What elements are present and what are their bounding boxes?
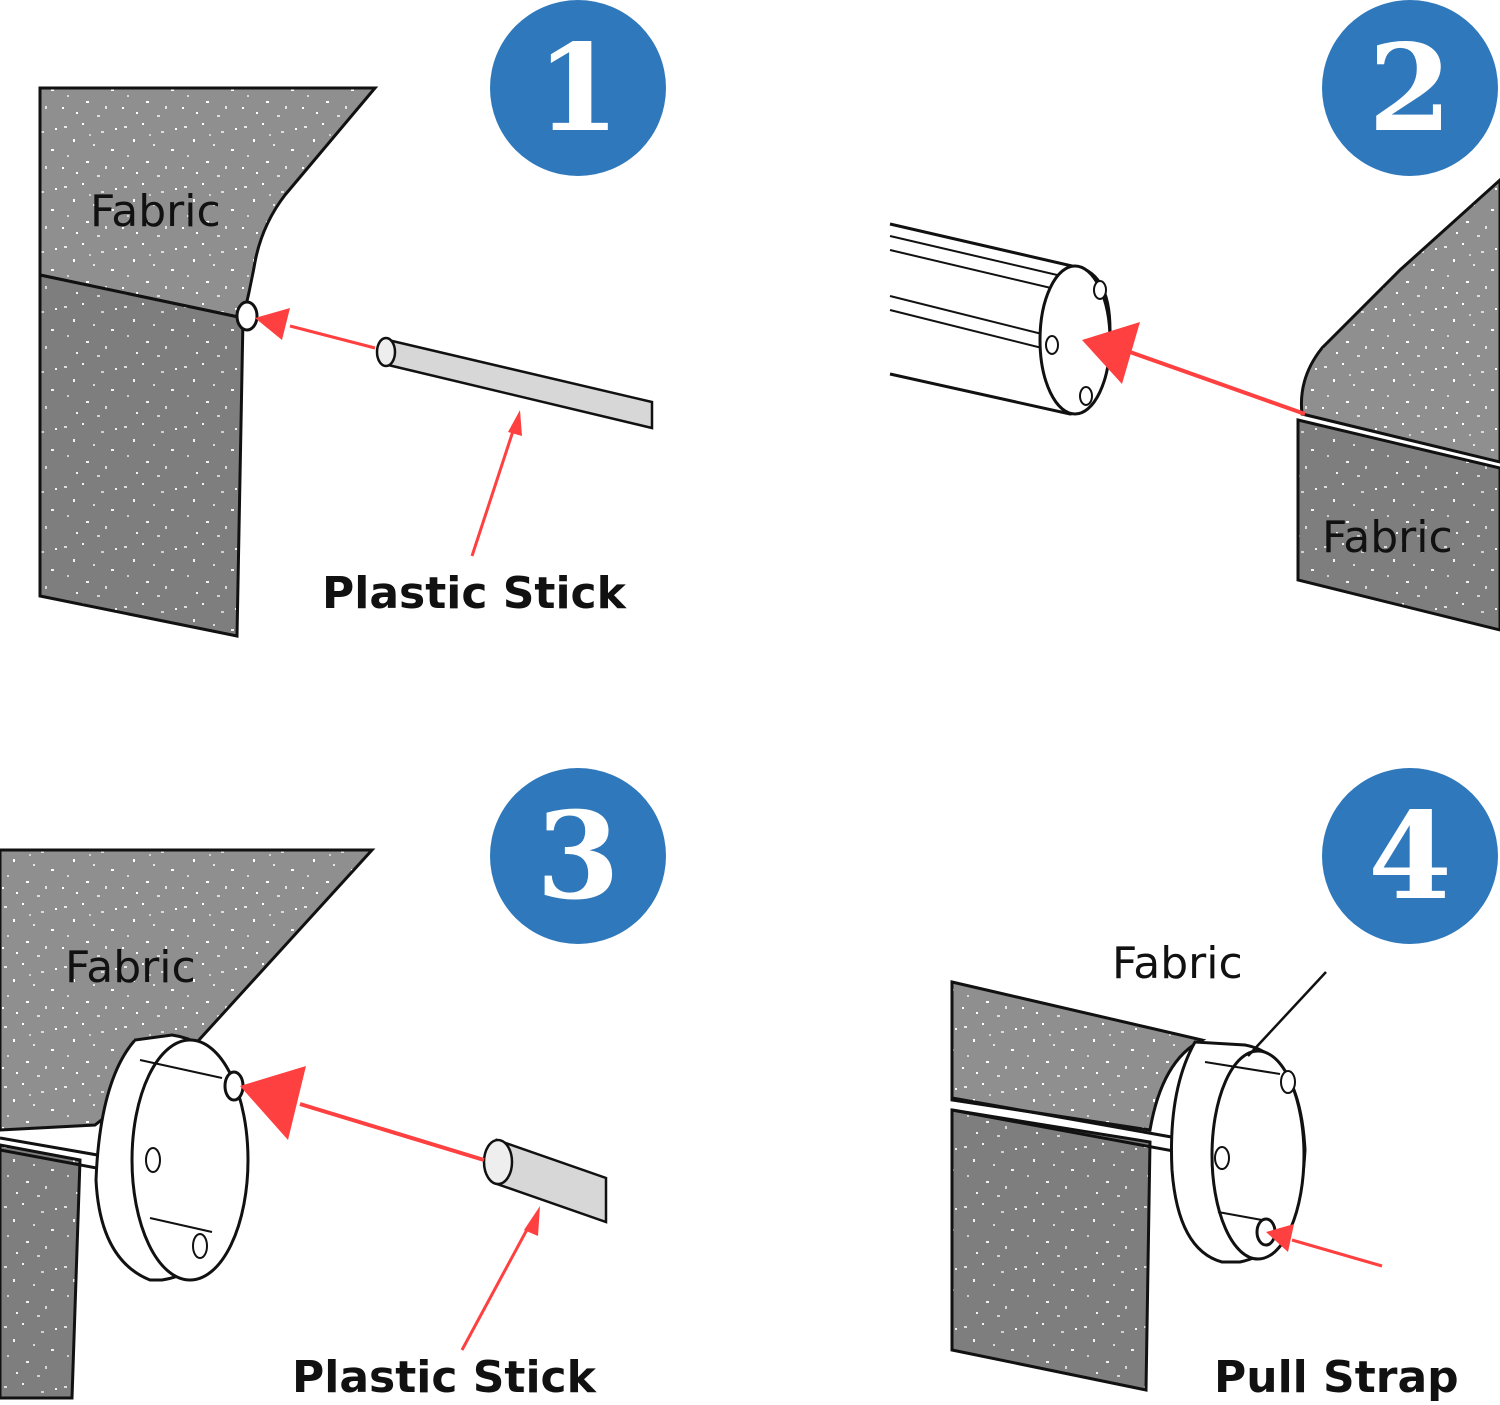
step-3-fabric-front (0, 1143, 82, 1400)
step-1-insert-arrow (289, 324, 376, 350)
step-3-number-badge (490, 768, 666, 944)
step-2-fabric-front (1296, 418, 1500, 632)
step-1-fabric-label: Fabric (90, 186, 221, 237)
step-4-number: 4 (1368, 786, 1452, 927)
step-1-fabric-front (38, 273, 245, 638)
step-2-fabric-top (1299, 177, 1500, 464)
step-2-panel: Fabric 2 (889, 0, 1500, 632)
step-1-hem-hole (235, 300, 259, 332)
step-1-number: 1 (536, 18, 620, 159)
step-3-plastic-stick (495, 1138, 608, 1224)
step-4-fabric-top (950, 980, 1207, 1132)
step-3-label-arrow (460, 1223, 532, 1351)
step-4-panel: Fabric Pull Strap 4 (950, 768, 1498, 1403)
step-3-number: 3 (536, 786, 620, 927)
step-4-fabric-front (950, 1108, 1152, 1392)
step-3-stick-label: Plastic Stick (292, 1352, 598, 1403)
step-4-number-badge (1322, 768, 1498, 944)
step-2-insert-arrow (1129, 350, 1306, 416)
step-3-insert-arrow (299, 1102, 485, 1162)
step-2-fabric-label: Fabric (1322, 512, 1453, 563)
step-3-fabric-label: Fabric (65, 942, 196, 993)
step-3-panel: Fabric Plastic Stick 3 (0, 768, 666, 1403)
step-4-fabric-label: Fabric (1112, 938, 1243, 989)
step-2-number-badge (1322, 0, 1498, 176)
step-4-strap-label: Pull Strap (1214, 1352, 1459, 1403)
step-4-fabric-leader (1247, 971, 1327, 1057)
step-1-panel: Fabric Plastic Stick 1 (38, 0, 666, 638)
step-4-insert-arrow (1291, 1238, 1383, 1268)
step-1-stick-label: Plastic Stick (322, 568, 628, 619)
step-1-number-badge (490, 0, 666, 176)
step-2-number: 2 (1368, 18, 1452, 159)
step-1-label-arrow (470, 427, 516, 557)
